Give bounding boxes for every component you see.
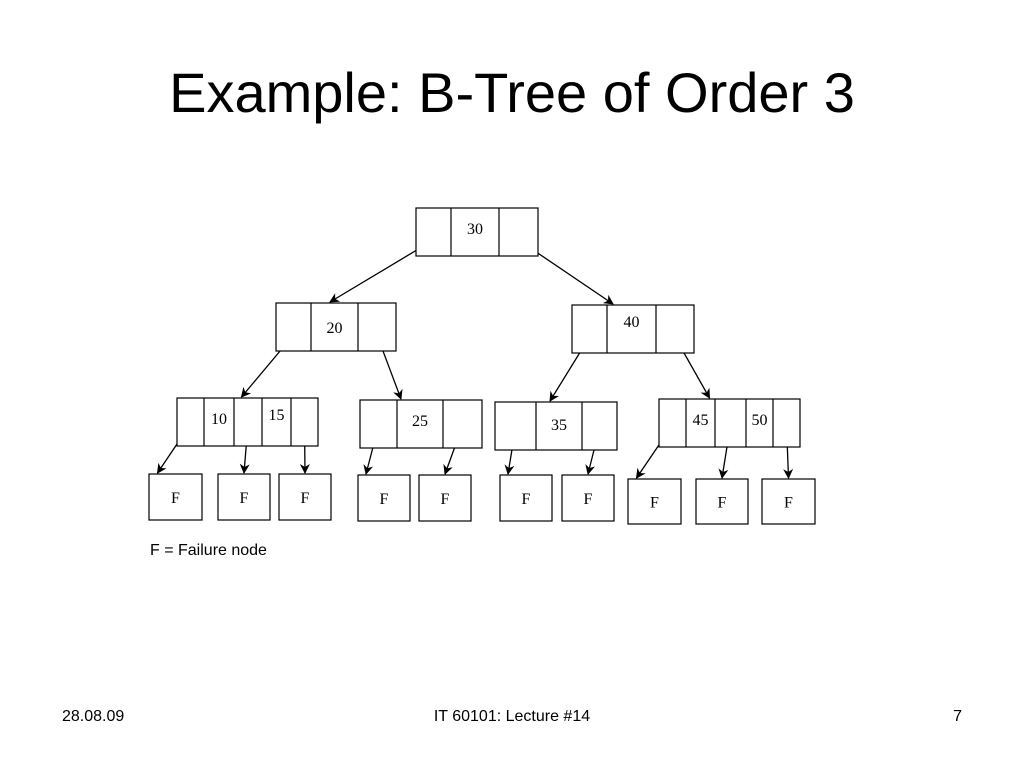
node-key: 30 [467, 221, 483, 238]
failure-box [761, 478, 816, 525]
failure-node: F [148, 473, 203, 521]
btree-node-n1015: 10 15 [176, 397, 319, 447]
footer-course: IT 60101: Lecture #14 [433, 708, 591, 725]
failure-label: F [584, 491, 593, 508]
btree-node-root: 30 [415, 207, 539, 257]
failure-node: F [418, 474, 472, 522]
node-box [494, 401, 618, 451]
failure-label: F [650, 495, 659, 512]
node-key: 25 [412, 413, 428, 430]
node-key: 15 [269, 407, 285, 424]
failure-node: F [278, 473, 332, 521]
node-key: 20 [327, 320, 343, 337]
footer-page-number: 7 [953, 708, 962, 725]
node-box [176, 397, 319, 447]
failure-node: F [561, 474, 615, 522]
failure-label: F [784, 495, 793, 512]
failure-node: F [627, 478, 682, 525]
node-box [359, 399, 483, 449]
failure-node: F [357, 474, 411, 522]
node-box [658, 398, 801, 448]
failure-label: F [240, 490, 249, 507]
node-key: 40 [624, 314, 640, 331]
btree-node-n25: 25 [359, 399, 483, 449]
failure-box [418, 474, 472, 522]
failure-node: F [695, 478, 749, 525]
slide-title: Example: B-Tree of Order 3 [169, 61, 855, 124]
failure-box [627, 478, 682, 525]
failure-node-legend: F = Failure node [150, 542, 267, 559]
failure-box [499, 474, 553, 522]
node-key: 50 [752, 412, 768, 429]
btree-node-n35: 35 [494, 401, 618, 451]
footer-date: 28.08.09 [62, 708, 125, 725]
failure-label: F [171, 490, 180, 507]
node-box [275, 302, 397, 352]
failure-node: F [761, 478, 816, 525]
node-key: 10 [211, 411, 227, 428]
tree-nodes: 30 20 40 10 15 25 35 45 50 [176, 207, 801, 451]
failure-label: F [301, 490, 310, 507]
failure-box [148, 473, 203, 521]
node-box [415, 207, 539, 257]
failure-box [561, 474, 615, 522]
btree-node-n40: 40 [571, 304, 695, 354]
failure-box [278, 473, 332, 521]
node-box [571, 304, 695, 354]
btree-node-n4550: 45 50 [658, 398, 801, 448]
failure-label: F [441, 491, 450, 508]
failure-label: F [522, 491, 531, 508]
failure-label: F [718, 495, 727, 512]
failure-label: F [380, 491, 389, 508]
node-key: 45 [693, 412, 709, 429]
failure-box [217, 473, 271, 521]
failure-box [695, 478, 749, 525]
btree-node-n20: 20 [275, 302, 397, 352]
node-key: 35 [551, 417, 567, 434]
failure-node: F [499, 474, 553, 522]
failure-box [357, 474, 411, 522]
failure-node: F [217, 473, 271, 521]
